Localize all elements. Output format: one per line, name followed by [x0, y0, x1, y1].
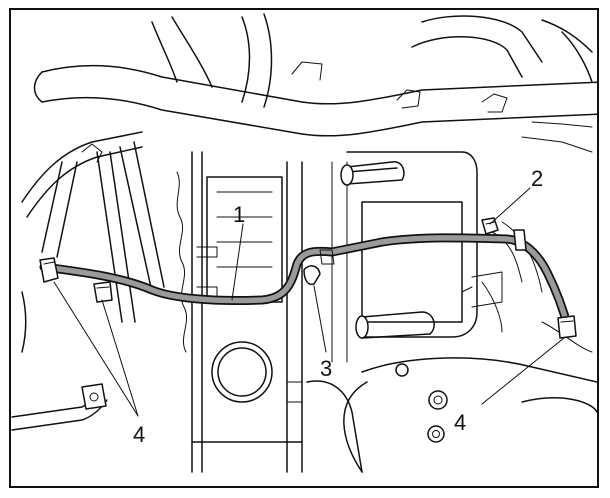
leader-line-4b	[481, 337, 565, 405]
engine-diagram: 1 2 3 4 4	[11, 13, 597, 473]
leader-line-3	[313, 285, 327, 353]
callout-4-left: 4	[133, 422, 145, 447]
leader-lines	[53, 187, 565, 417]
callout-3: 3	[320, 356, 332, 381]
lower-right-housing	[343, 221, 597, 473]
diagram-frame: 1 2 3 4 4	[9, 8, 599, 488]
leader-line-4a	[101, 299, 139, 417]
cooler-unit	[340, 151, 503, 339]
left-pipes	[11, 131, 165, 431]
callout-4-right: 4	[454, 410, 466, 435]
hose-clip-right	[557, 315, 577, 339]
upper-hoses	[33, 13, 597, 153]
callout-2: 2	[531, 166, 543, 191]
hose-connector	[513, 229, 527, 251]
callout-1: 1	[233, 202, 245, 227]
engine-block	[176, 151, 363, 473]
hose-clamp	[303, 249, 335, 286]
bolt-icon	[427, 425, 445, 443]
bolt-icon	[428, 390, 448, 410]
hose-assembly	[39, 229, 573, 333]
hose-clip-left-a	[39, 257, 59, 283]
leader-line-1	[231, 223, 244, 301]
hose-fastener	[481, 217, 499, 235]
hose-clip-left-b	[93, 281, 113, 303]
leader-line-4a	[53, 281, 139, 417]
leader-line-2	[489, 187, 531, 225]
hose-body	[41, 235, 571, 331]
